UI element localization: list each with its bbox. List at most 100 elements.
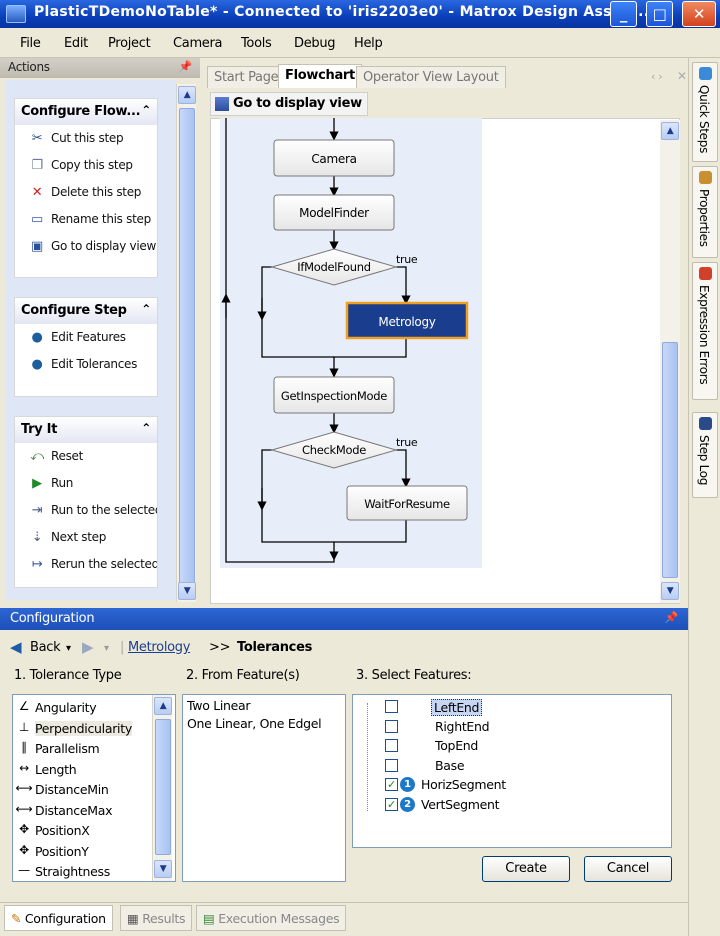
- close-tab-icon[interactable]: ✕: [677, 69, 687, 83]
- action-edit-tolerances[interactable]: ●Edit Tolerances: [15, 351, 157, 378]
- feature-item[interactable]: LeftEnd: [363, 697, 603, 717]
- from-features-list[interactable]: Two Linear One Linear, One Edgel: [182, 694, 346, 882]
- scroll-thumb[interactable]: [179, 108, 195, 594]
- tab-results[interactable]: ▦ Results: [120, 905, 193, 931]
- tolerance-type-item[interactable]: ⟷DistanceMin: [13, 780, 175, 801]
- menu-edit[interactable]: Edit: [64, 36, 88, 51]
- feature-checkbox[interactable]: [385, 739, 398, 752]
- action-next-step[interactable]: ⇣Next step: [15, 524, 157, 551]
- maximize-button[interactable]: □: [646, 1, 673, 27]
- tab-scroll-arrows[interactable]: ‹ ›: [651, 70, 663, 83]
- tab-execution-messages[interactable]: ▤ Execution Messages: [196, 905, 347, 931]
- scroll-up-arrow[interactable]: ▲: [154, 697, 172, 715]
- tolerance-list-scrollbar[interactable]: ▲ ▼: [152, 695, 172, 881]
- back-button[interactable]: Back: [30, 640, 61, 655]
- node-getinspectionmode[interactable]: GetInspectionMode: [273, 376, 395, 414]
- actions-scrollbar[interactable]: ▲ ▼: [176, 84, 196, 602]
- action-rerun-selected[interactable]: ↦Rerun the selected step: [15, 551, 157, 578]
- action-edit-features[interactable]: ●Edit Features: [15, 324, 157, 351]
- menu-camera[interactable]: Camera: [173, 36, 223, 51]
- scroll-down-arrow[interactable]: ▼: [661, 582, 679, 600]
- tab-step-log[interactable]: Step Log: [692, 412, 718, 498]
- feature-checkbox[interactable]: [385, 700, 398, 713]
- back-arrow-icon[interactable]: ◀: [10, 638, 22, 656]
- from-feature-item[interactable]: Two Linear: [187, 698, 251, 713]
- tab-start-page[interactable]: Start Page: [207, 66, 286, 88]
- node-camera[interactable]: Camera: [273, 139, 395, 177]
- action-delete[interactable]: ✕Delete this step: [15, 179, 157, 206]
- node-modelfinder[interactable]: ModelFinder: [273, 194, 395, 231]
- cancel-button[interactable]: Cancel: [584, 856, 672, 882]
- menu-debug[interactable]: Debug: [294, 36, 336, 51]
- menu-file[interactable]: File: [20, 36, 41, 51]
- feature-number-badge: 1: [400, 777, 415, 792]
- collapse-icon[interactable]: ⌃: [141, 103, 151, 117]
- go-to-display-view-button[interactable]: Go to display view: [210, 92, 368, 116]
- back-dropdown-icon[interactable]: ▾: [66, 643, 71, 654]
- forward-arrow-icon[interactable]: ▶: [82, 638, 94, 656]
- menu-help[interactable]: Help: [354, 36, 383, 51]
- tolerance-type-item[interactable]: —Straightness: [13, 862, 175, 881]
- tolerance-type-item[interactable]: ∠Angularity: [13, 698, 175, 719]
- menu-project[interactable]: Project: [108, 36, 151, 51]
- feature-item[interactable]: Base: [363, 756, 603, 776]
- tolerance-type-item[interactable]: ↔Length: [13, 760, 175, 781]
- node-checkmode[interactable]: CheckMode: [270, 431, 398, 469]
- tolerance-type-item[interactable]: ✥PositionY: [13, 842, 175, 863]
- forward-dropdown-icon[interactable]: ▾: [104, 643, 109, 654]
- scroll-down-arrow[interactable]: ▼: [154, 860, 172, 878]
- tolerance-type-item[interactable]: ⊥Perpendicularity: [13, 719, 175, 740]
- tolerance-type-item[interactable]: ⟷DistanceMax: [13, 801, 175, 822]
- feature-item[interactable]: TopEnd: [363, 736, 603, 756]
- action-reset[interactable]: ⤺Reset: [30, 449, 84, 464]
- scroll-down-arrow[interactable]: ▼: [178, 582, 196, 600]
- feature-checkbox[interactable]: ✓: [385, 778, 398, 791]
- minimize-button[interactable]: _: [610, 1, 637, 27]
- scroll-up-arrow[interactable]: ▲: [661, 122, 679, 140]
- action-run-to-selected[interactable]: ⇥Run to the selected step: [15, 497, 157, 524]
- flowchart-scrollbar[interactable]: ▲ ▼: [660, 120, 680, 603]
- group-try-it: Try It⌃ ⤺Reset ▶Run ⇥Run to the selected…: [14, 416, 158, 588]
- group-header[interactable]: Configure Flow...⌃: [15, 99, 157, 125]
- breadcrumb-metrology-link[interactable]: Metrology: [128, 640, 191, 655]
- action-cut[interactable]: ✂Cut this step: [15, 125, 157, 152]
- pencil-icon: ✎: [11, 911, 25, 926]
- scroll-up-arrow[interactable]: ▲: [178, 86, 196, 104]
- pin-icon[interactable]: 📌: [664, 611, 679, 624]
- results-icon: ▦: [127, 911, 143, 926]
- pin-icon[interactable]: 📌: [178, 60, 193, 73]
- tab-properties[interactable]: Properties: [692, 166, 718, 258]
- action-go-to-display[interactable]: ▣Go to display view: [31, 239, 156, 254]
- tab-operator-view-layout[interactable]: Operator View Layout: [356, 66, 506, 88]
- from-feature-item[interactable]: One Linear, One Edgel: [187, 716, 322, 731]
- group-header[interactable]: Try It⌃: [15, 417, 157, 443]
- close-button[interactable]: ✕: [682, 1, 716, 27]
- node-waitforresume[interactable]: WaitForResume: [346, 485, 468, 521]
- scroll-thumb[interactable]: [155, 719, 171, 855]
- action-copy[interactable]: ❐Copy this step: [15, 152, 157, 179]
- feature-checkbox[interactable]: [385, 719, 398, 733]
- action-run[interactable]: ▶Run: [15, 470, 157, 497]
- menu-tools[interactable]: Tools: [241, 36, 272, 51]
- scroll-thumb[interactable]: [662, 342, 678, 578]
- create-button[interactable]: Create: [482, 856, 570, 882]
- feature-checkbox[interactable]: [385, 758, 398, 772]
- feature-checkbox[interactable]: ✓: [385, 797, 398, 811]
- tab-expression-errors[interactable]: Expression Errors: [692, 262, 718, 400]
- feature-item[interactable]: RightEnd: [363, 717, 603, 737]
- tolerance-type-list[interactable]: ∠Angularity⊥Perpendicularity∥Parallelism…: [12, 694, 176, 882]
- action-rename[interactable]: ▭Rename this step: [31, 212, 151, 227]
- collapse-icon[interactable]: ⌃: [141, 302, 151, 316]
- tolerance-type-item[interactable]: ∥Parallelism: [13, 739, 175, 760]
- node-metrology[interactable]: Metrology: [345, 301, 469, 340]
- collapse-icon[interactable]: ⌃: [141, 421, 151, 435]
- node-ifmodelfound[interactable]: IfModelFound: [270, 248, 398, 286]
- tolerance-type-item[interactable]: ✥PositionX: [13, 821, 175, 842]
- tab-flowchart[interactable]: Flowchart: [278, 64, 362, 88]
- tab-quick-steps[interactable]: Quick Steps: [692, 62, 718, 162]
- tab-configuration[interactable]: ✎ Configuration: [4, 905, 113, 931]
- group-header[interactable]: Configure Step⌃: [15, 298, 157, 324]
